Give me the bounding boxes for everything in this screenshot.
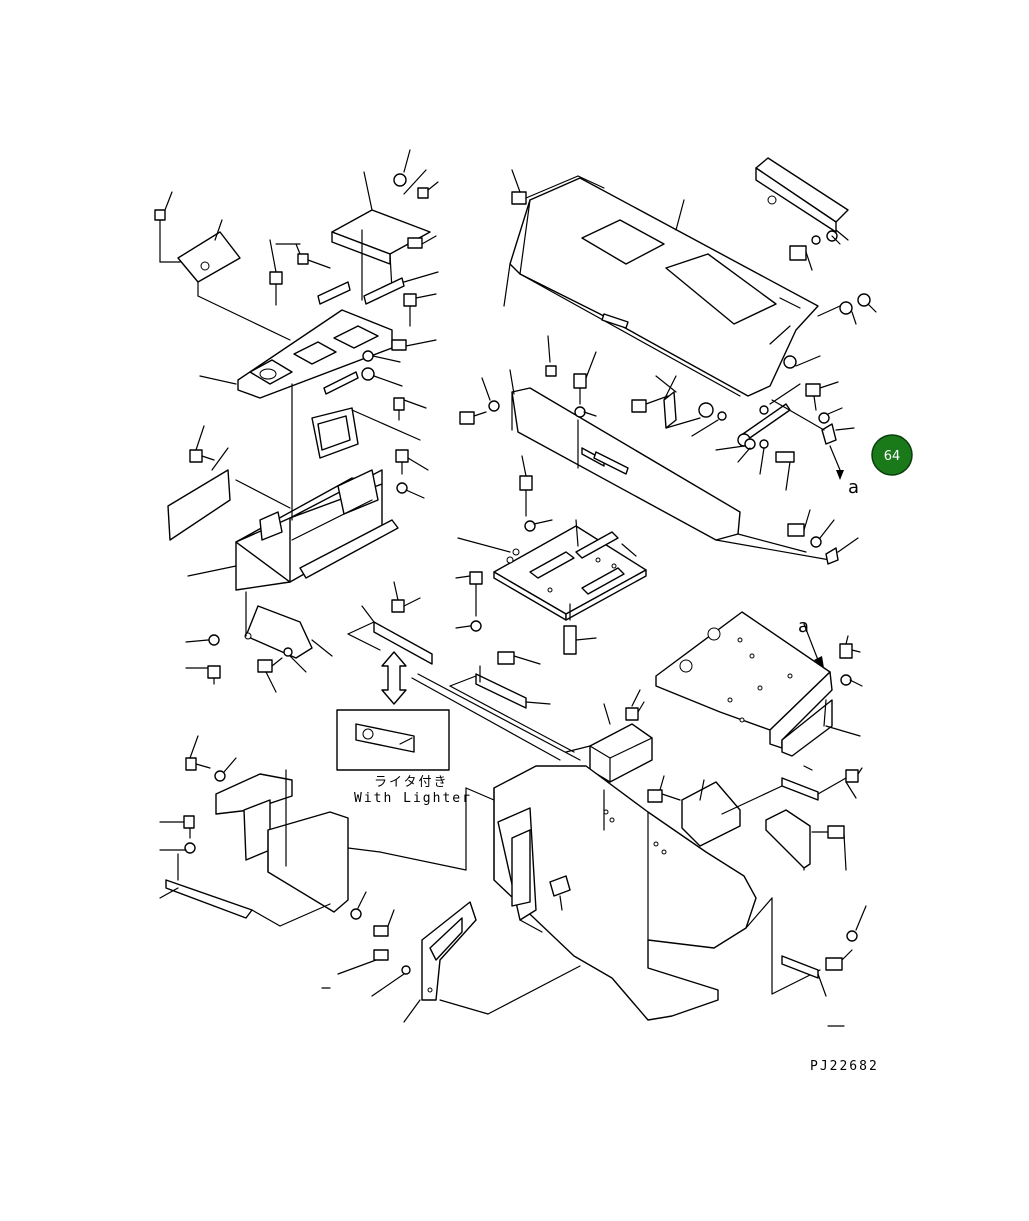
page-badge-number: 64 xyxy=(884,449,901,464)
page-badge: 64 xyxy=(871,434,913,476)
left-console-body xyxy=(167,383,429,693)
left-lower-frame xyxy=(159,735,411,997)
rail-group: a xyxy=(459,335,859,565)
center-plate-group xyxy=(449,455,653,783)
main-frame-group xyxy=(379,765,867,1027)
variant-label-jp: ライタ付き xyxy=(374,775,448,790)
variant-label-en: With Lighter xyxy=(354,791,472,806)
ref-mark-a-bottom: a xyxy=(798,616,809,637)
drawing-code: PJ22682 xyxy=(810,1059,879,1074)
lighter-plate-group: ライタ付き With Lighter xyxy=(336,581,581,806)
page-badge-circle xyxy=(871,434,913,476)
left-upper-bracket-group xyxy=(154,149,439,399)
floor-plate-group: a xyxy=(655,611,863,757)
ref-mark-a-top: a xyxy=(848,477,859,498)
large-cover-group xyxy=(503,157,877,397)
